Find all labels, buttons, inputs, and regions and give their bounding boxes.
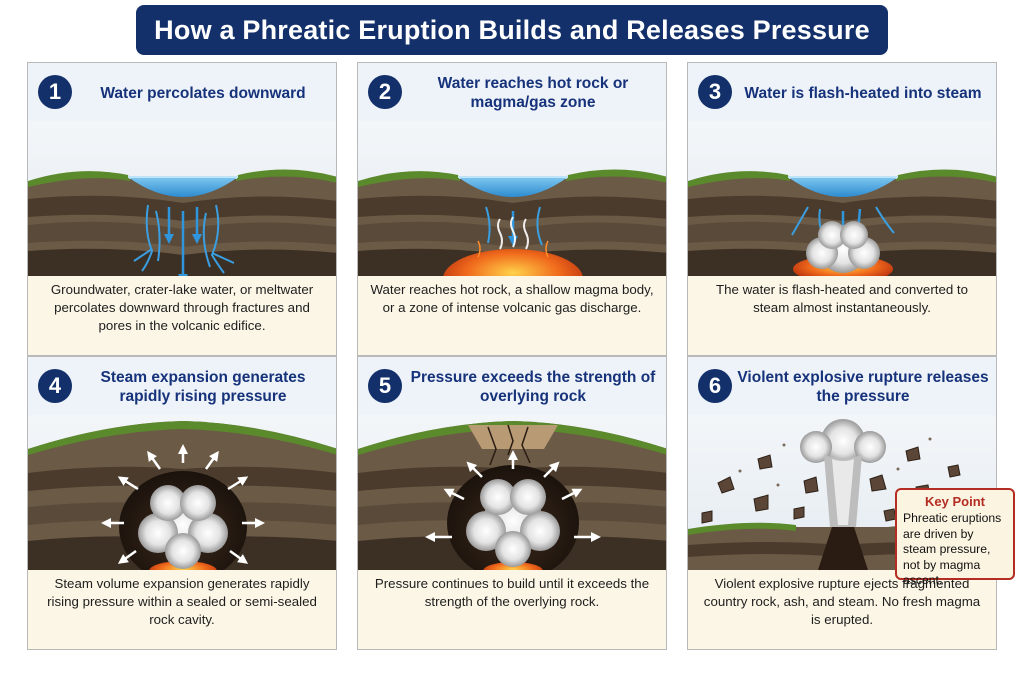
step-description: Violent explosive rupture ejects fragmen… (703, 576, 981, 627)
step-description: The water is flash-heated and converted … (715, 282, 969, 315)
step-panel-1: 1 Water percolates downward Groundwater,… (27, 62, 337, 356)
hot-rock-magma-illustration (358, 121, 666, 276)
step-description: Water reaches hot rock, a shallow magma … (370, 282, 654, 315)
page-title: How a Phreatic Eruption Builds and Relea… (136, 5, 888, 55)
step-number-badge: 5 (368, 369, 402, 403)
step-number-badge: 6 (698, 369, 732, 403)
step-panel-2: 2 Water reaches hot rock or magma/gas zo… (357, 62, 667, 356)
flash-steam-illustration (688, 121, 996, 276)
water-percolation-illustration (28, 121, 336, 276)
step-title: Water percolates downward (100, 84, 306, 102)
step-panel-5: 5 Pressure exceeds the strength of overl… (357, 356, 667, 650)
step-description: Groundwater, crater-lake water, or meltw… (50, 282, 314, 333)
step-title: Water is flash-heated into steam (744, 84, 982, 102)
step-title: Pressure exceeds the strength of overlyi… (410, 369, 656, 405)
steam-expansion-illustration (28, 415, 336, 570)
key-point-callout: Key Point Phreatic eruptions are driven … (895, 488, 1015, 587)
step-number-badge: 1 (38, 75, 72, 109)
step-description: Pressure continues to build until it exc… (374, 576, 650, 609)
step-number-badge: 3 (698, 75, 732, 109)
step-description: Steam volume expansion generates rapidly… (47, 576, 317, 627)
step-title: Violent explosive rupture releases the p… (737, 369, 989, 405)
step-title: Steam expansion generates rapidly rising… (100, 369, 306, 405)
step-panel-3: 3 Water is flash-heated into steam The w (687, 62, 997, 356)
key-point-title: Key Point (925, 494, 985, 509)
step-number-badge: 4 (38, 369, 72, 403)
step-panel-6: 6 Violent explosive rupture releases the… (687, 356, 997, 650)
step-title: Water reaches hot rock or magma/gas zone (437, 75, 629, 111)
overburden-failure-illustration (358, 415, 666, 570)
step-panel-4: 4 Steam expansion generates rapidly risi… (27, 356, 337, 650)
key-point-text: Phreatic eruptions are driven by steam p… (903, 511, 1002, 587)
step-number-badge: 2 (368, 75, 402, 109)
